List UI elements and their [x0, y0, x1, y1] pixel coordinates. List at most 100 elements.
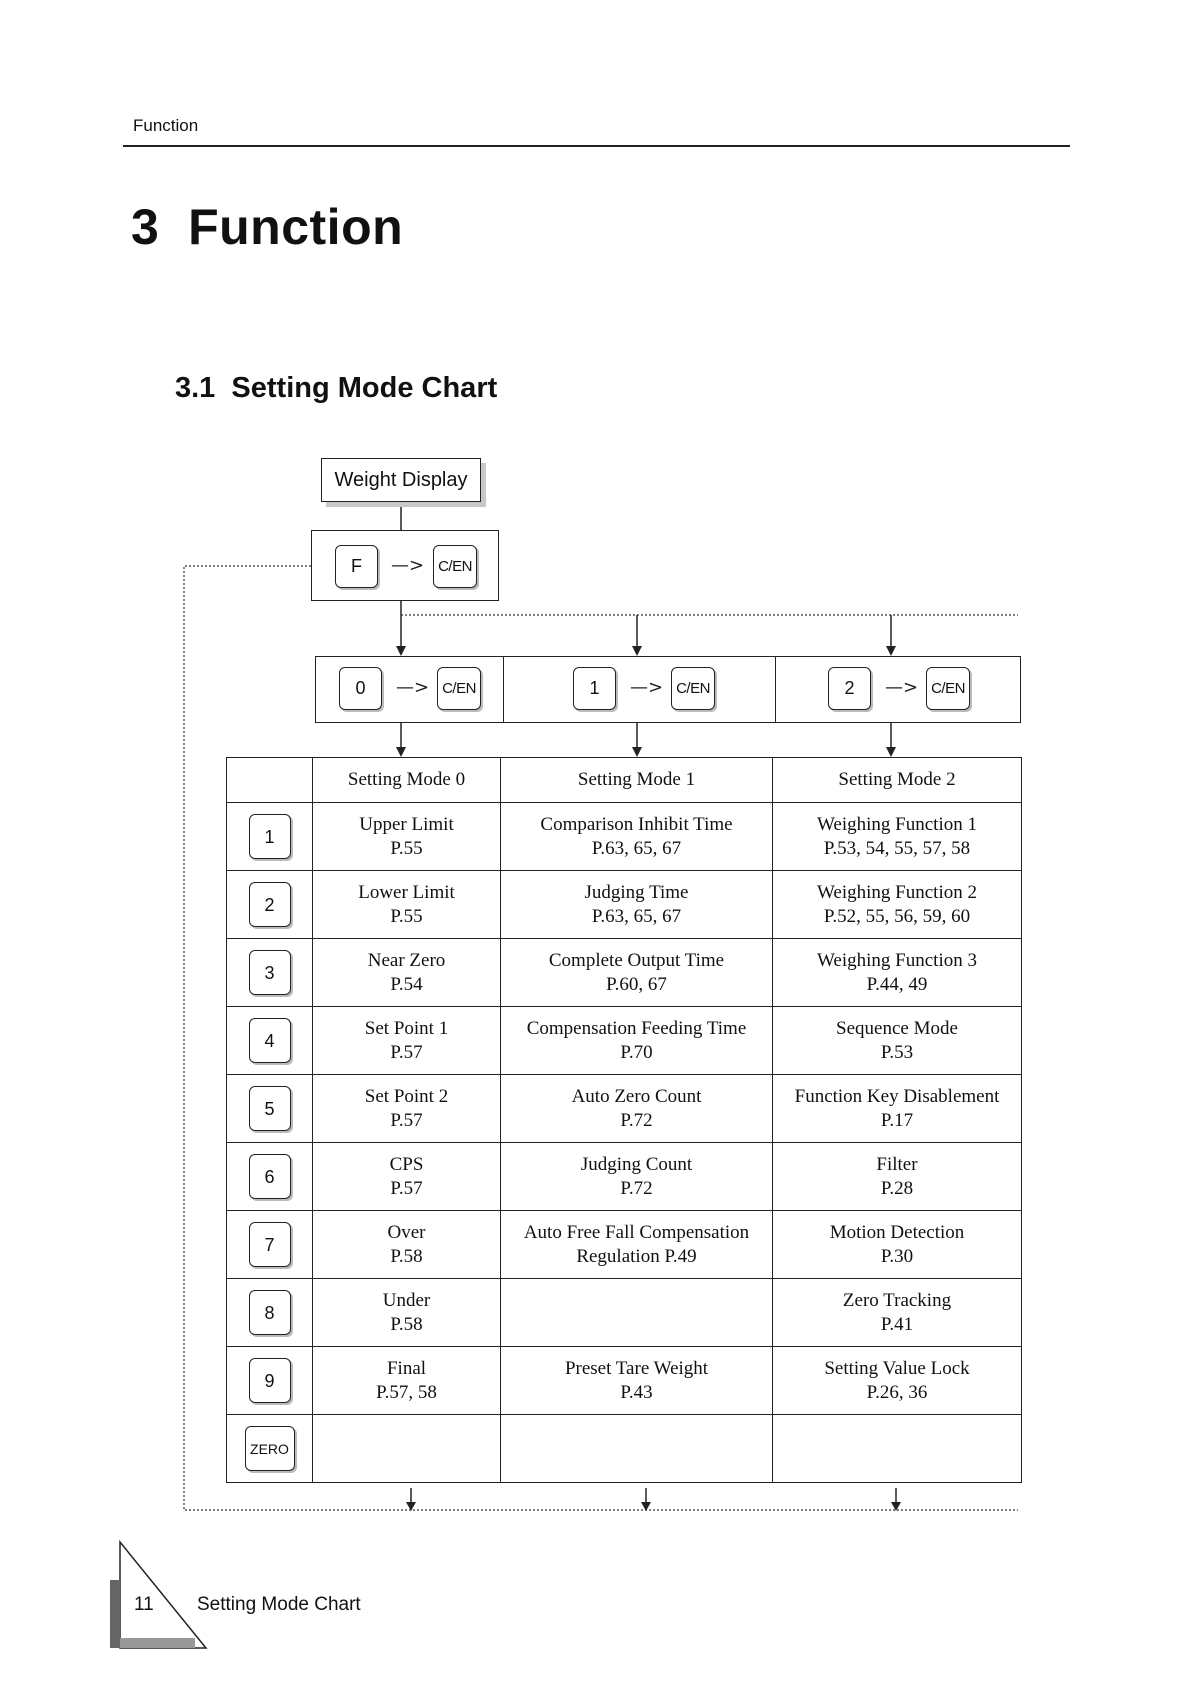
weight-display-label: Weight Display: [334, 468, 468, 491]
cell-name: Lower Limit: [358, 881, 455, 903]
row-key: 2: [248, 882, 291, 927]
cell-page-ref: P.58: [390, 1313, 423, 1335]
cell-page-ref: P.57, 58: [376, 1381, 437, 1403]
cell-page-ref: P.63, 65, 67: [591, 905, 682, 927]
cell-page-ref: P.28: [880, 1177, 914, 1199]
cell-name: Weighing Function 1: [817, 813, 977, 835]
page-corner-triangle: [110, 1540, 208, 1649]
table-cell: [312, 1414, 501, 1483]
header-setting-mode-1: Setting Mode 1: [500, 757, 773, 803]
table-cell: [500, 1414, 773, 1483]
header-setting-mode-2: Setting Mode 2: [772, 757, 1022, 803]
cell-name: Compensation Feeding Time: [526, 1017, 747, 1039]
row-key: 9: [248, 1358, 291, 1403]
cell-page-ref: P.55: [390, 905, 423, 927]
header-rule: [123, 145, 1070, 147]
f-key: F: [335, 545, 378, 588]
cell-page-ref: P.54: [390, 973, 423, 995]
cell-page-ref: P.53, 54, 55, 57, 58: [823, 837, 971, 859]
page-number: 11: [134, 1594, 154, 1615]
cell-name: Upper Limit: [359, 813, 454, 835]
mode-select-row: [315, 656, 1021, 723]
row-key: 8: [248, 1290, 291, 1335]
row-key-cell: 1: [226, 802, 313, 871]
cell-page-ref: P.72: [620, 1109, 653, 1131]
cell-page-ref: P.57: [390, 1177, 423, 1199]
mode-divider: [503, 656, 504, 723]
cell-page-ref: P.57: [390, 1109, 423, 1131]
row-key-cell: 8: [226, 1278, 313, 1347]
setting-mode-table: Setting Mode 0 Setting Mode 1 Setting Mo…: [226, 757, 1022, 1483]
cell-page-ref: P.60, 67: [606, 973, 667, 995]
cell-page-ref: P.63, 65, 67: [591, 837, 682, 859]
cell-name: Zero Tracking: [842, 1289, 952, 1311]
mode-1-cen-key: C/EN: [671, 667, 715, 710]
cell-page-ref: P.53: [880, 1041, 914, 1063]
mode-2-key: 2: [828, 667, 871, 710]
table-cell: [772, 1414, 1022, 1483]
cell-page-ref: P.70: [620, 1041, 653, 1063]
cell-name: CPS: [389, 1153, 424, 1175]
cell-name: Under: [382, 1289, 431, 1311]
cell-page-ref: P.44, 49: [866, 973, 928, 995]
header-corner: [226, 757, 313, 803]
cell-name: Set Point 2: [364, 1085, 449, 1107]
table-row: ZERO: [226, 1414, 1022, 1483]
cell-name: Motion Detection: [829, 1221, 965, 1243]
cell-name: Complete Output Time: [548, 949, 725, 971]
sequence-arrow: —>: [885, 677, 919, 698]
row-key-cell: 3: [226, 938, 313, 1007]
row-key-cell: 2: [226, 870, 313, 939]
cell-page-ref: P.58: [390, 1245, 423, 1267]
section-title: 3.1 Setting Mode Chart: [175, 372, 498, 404]
mode-0-key: 0: [339, 667, 382, 710]
cell-name: Judging Time: [584, 881, 689, 903]
row-key-cell: 7: [226, 1210, 313, 1279]
cell-page-ref: P.30: [880, 1245, 914, 1267]
cell-page-ref: P.26, 36: [866, 1381, 928, 1403]
cell-name: Preset Tare Weight: [564, 1357, 709, 1379]
cell-page-ref: P.57: [390, 1041, 423, 1063]
row-key: 5: [248, 1086, 291, 1131]
cell-page-ref: Regulation P.49: [576, 1245, 697, 1267]
sequence-arrow: —>: [396, 677, 430, 698]
cell-name: Comparison Inhibit Time: [540, 813, 733, 835]
cell-name: Sequence Mode: [836, 1017, 958, 1039]
row-key-cell: 4: [226, 1006, 313, 1075]
table-header-row: Setting Mode 0 Setting Mode 1 Setting Mo…: [226, 757, 1022, 803]
cell-page-ref: P.72: [620, 1177, 653, 1199]
mode-2-cen-key: C/EN: [926, 667, 970, 710]
cell-page-ref: P.55: [390, 837, 423, 859]
mode-1-key: 1: [573, 667, 616, 710]
header-setting-mode-0: Setting Mode 0: [312, 757, 501, 803]
cell-name: Setting Value Lock: [824, 1357, 970, 1379]
running-header: Function: [133, 116, 199, 135]
cell-name: Function Key Disablement: [794, 1085, 1000, 1107]
row-key-cell: ZERO: [226, 1414, 313, 1483]
row-key-cell: 5: [226, 1074, 313, 1143]
